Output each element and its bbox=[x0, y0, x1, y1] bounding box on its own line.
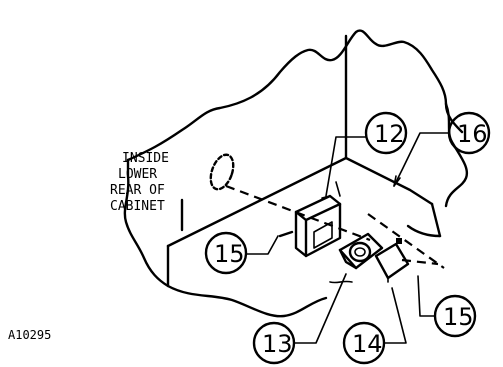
callout-15-right: 15 bbox=[417, 275, 477, 338]
alignment-line-short bbox=[401, 258, 439, 266]
svg-text:13: 13 bbox=[262, 330, 293, 358]
cabinet-hole bbox=[209, 153, 235, 191]
location-label-line-3: REAR OF bbox=[110, 183, 165, 198]
screw-part-15-left bbox=[278, 230, 294, 238]
location-label-line-2: LOWER bbox=[118, 167, 157, 182]
location-label-line-4: CABINET bbox=[110, 199, 165, 214]
svg-text:16: 16 bbox=[457, 120, 488, 148]
callout-14: 14 bbox=[342, 287, 407, 365]
screw-marker bbox=[396, 238, 402, 244]
location-label: INSIDE LOWER REAR OF CABINET bbox=[110, 151, 169, 214]
svg-text:15: 15 bbox=[214, 240, 245, 268]
cabinet-cutaway bbox=[123, 29, 469, 318]
svg-text:14: 14 bbox=[352, 330, 383, 358]
location-label-line-1: INSIDE bbox=[122, 151, 169, 166]
callout-15-left: 15 bbox=[204, 231, 279, 275]
callout-12: 12 bbox=[325, 111, 408, 197]
svg-text:15: 15 bbox=[443, 303, 474, 331]
alignment-line-lower bbox=[367, 213, 445, 269]
figure-id: A10295 bbox=[8, 328, 51, 342]
callout-13: 13 bbox=[252, 273, 347, 365]
bracket-part-12 bbox=[294, 194, 342, 258]
svg-text:12: 12 bbox=[374, 120, 405, 148]
plate-part-14 bbox=[374, 238, 410, 283]
fan-part-13 bbox=[338, 232, 384, 270]
callout-16: 16 bbox=[393, 111, 491, 187]
leader-tick bbox=[335, 181, 341, 197]
